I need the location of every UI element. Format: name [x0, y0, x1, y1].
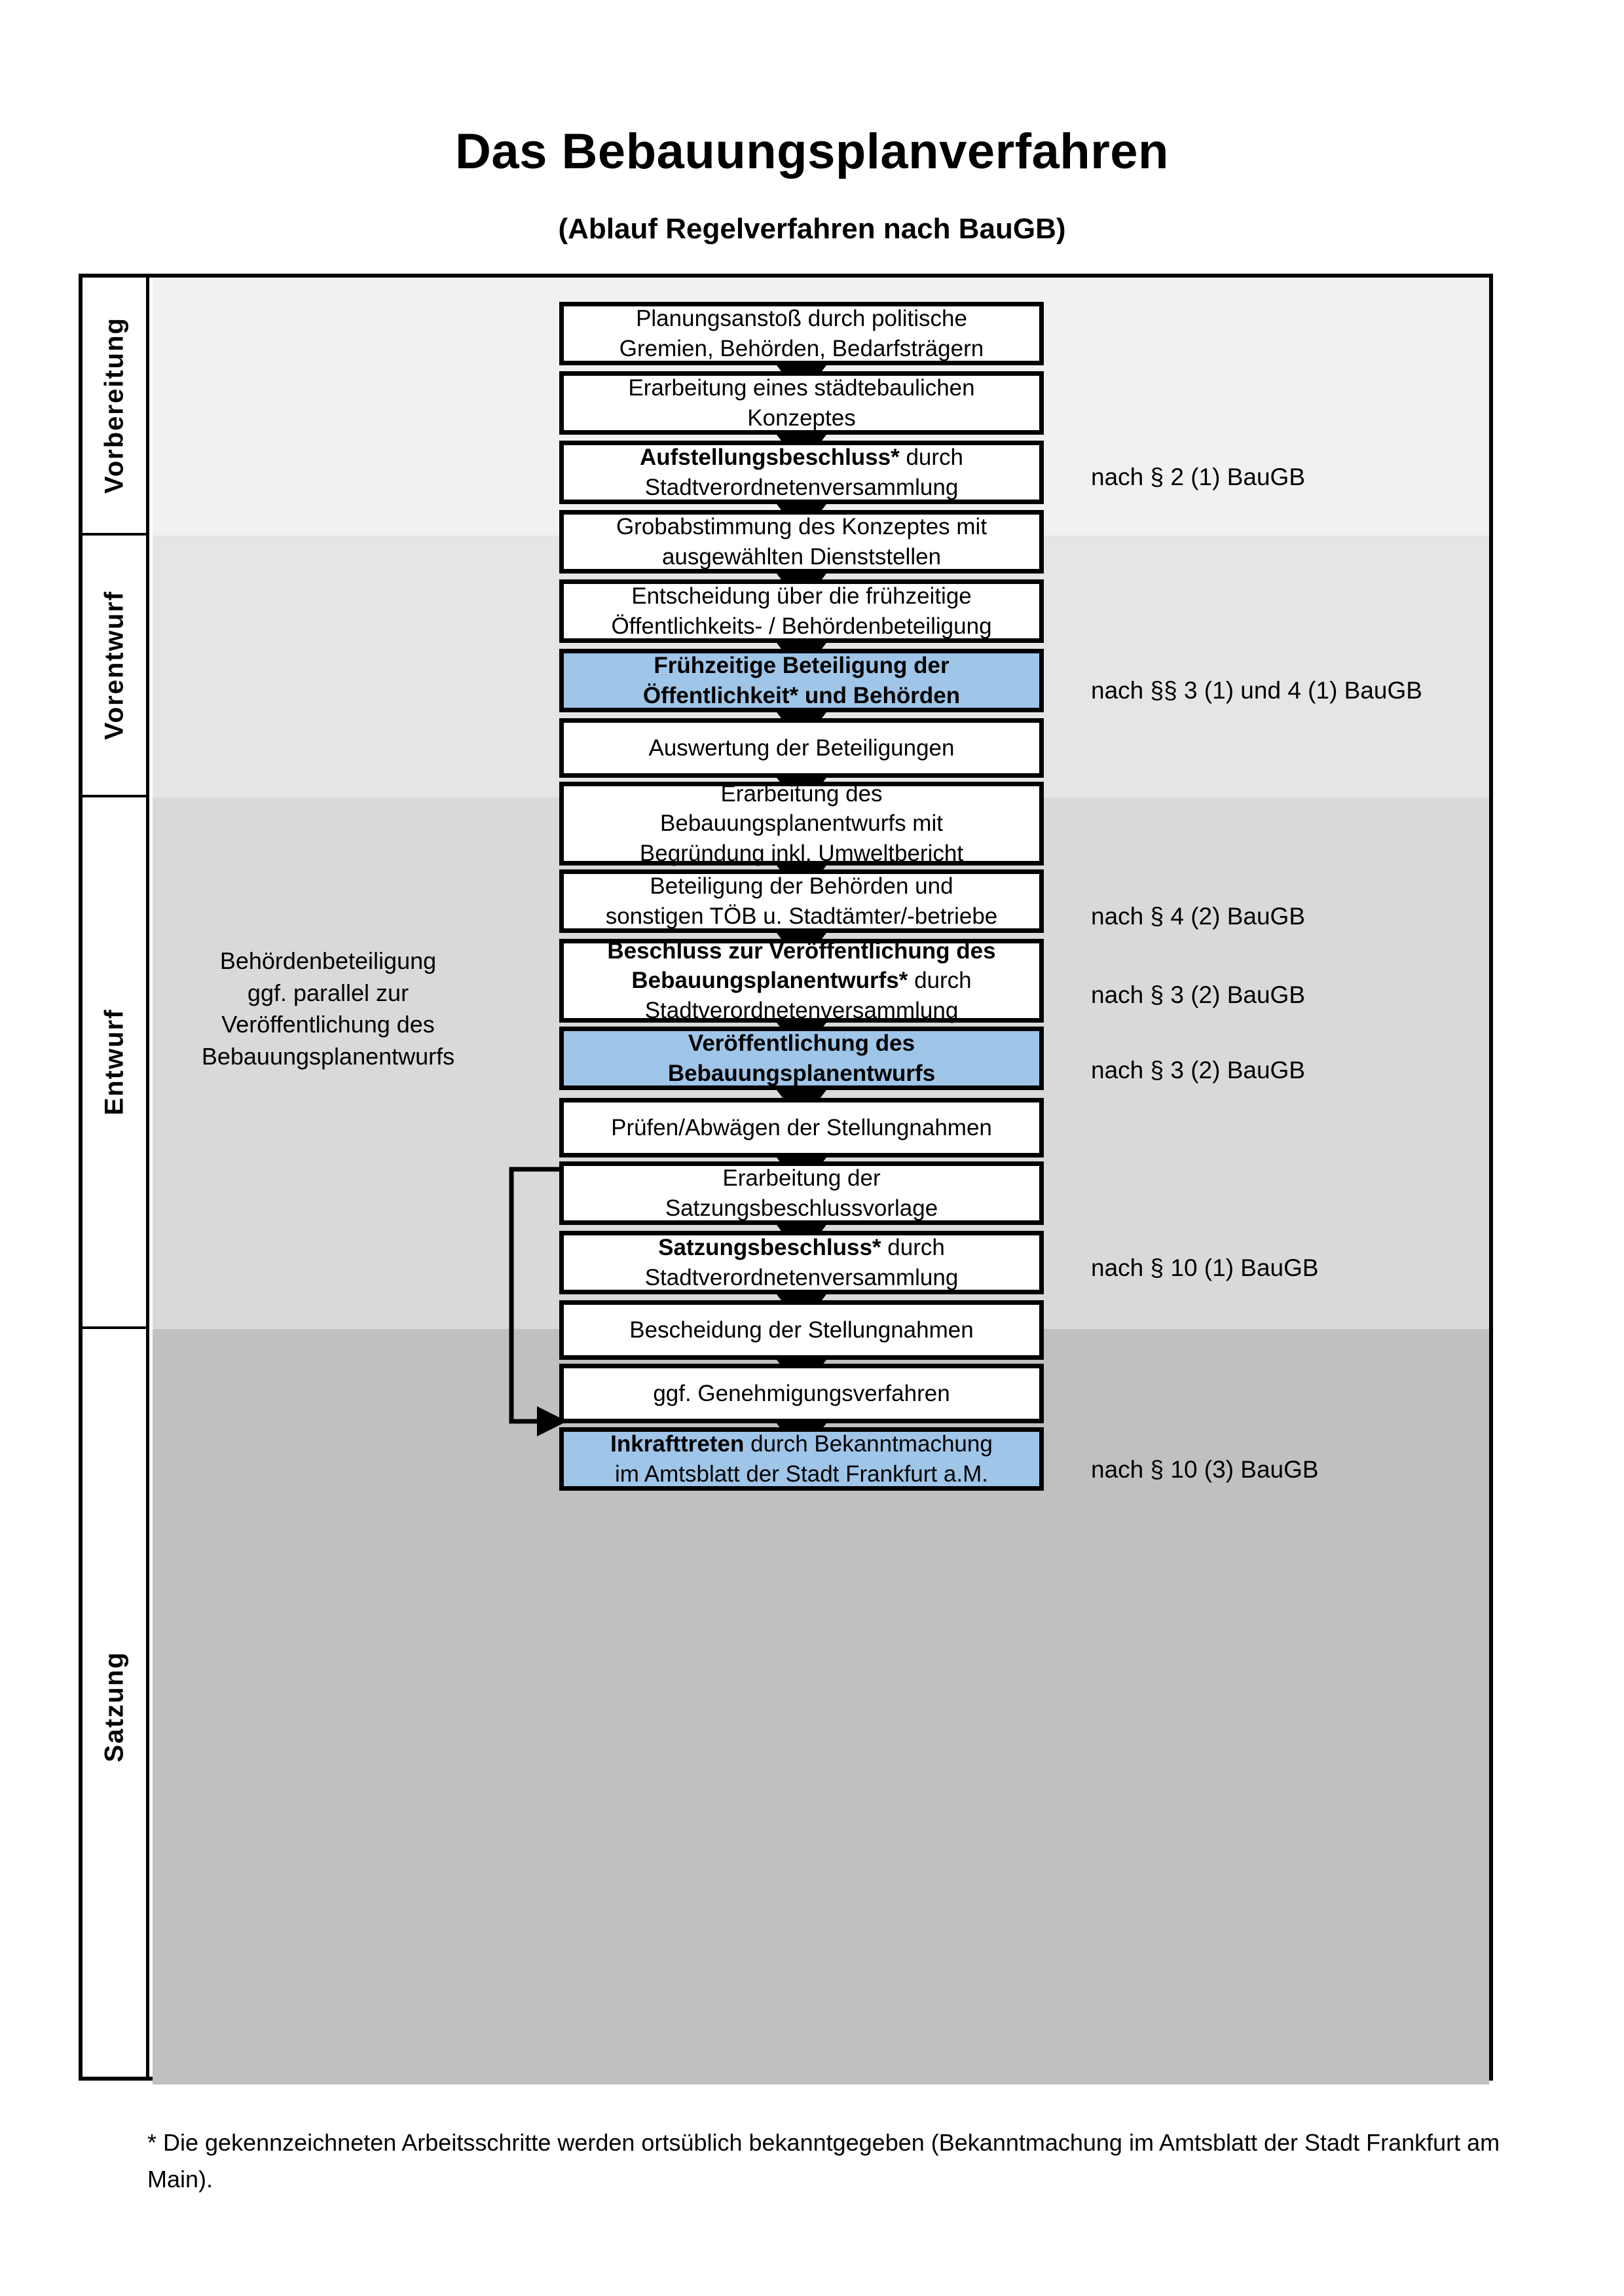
phase-label-cell-vorentwurf: Vorentwurf — [83, 536, 146, 797]
phase-label-cell-entwurf: Entwurf — [83, 797, 146, 1329]
phase-band-entwurf — [153, 797, 1489, 1329]
page-title: Das Bebauungsplanverfahren — [455, 124, 1169, 179]
document-header: Das Bebauungsplanverfahren (Ablauf Regel… — [0, 0, 1624, 246]
phase-band-satzung — [153, 1329, 1489, 2085]
page-subtitle: (Ablauf Regelverfahren nach BauGB) — [558, 213, 1066, 245]
phase-label-entwurf: Entwurf — [100, 1008, 128, 1116]
phase-band-vorbereitung — [153, 278, 1489, 536]
phase-label-cell-vorbereitung: Vorbereitung — [83, 278, 146, 536]
phase-band-vorentwurf — [153, 536, 1489, 797]
phase-label-satzung: Satzung — [100, 1651, 128, 1762]
footnote: * Die gekennzeichneten Arbeitsschritte w… — [147, 2129, 1500, 2193]
phase-label-vorbereitung: Vorbereitung — [100, 317, 128, 494]
phase-label-cell-satzung: Satzung — [83, 1329, 146, 2085]
phase-label-vorentwurf: Vorentwurf — [100, 590, 128, 740]
phase-bands — [153, 278, 1489, 2085]
